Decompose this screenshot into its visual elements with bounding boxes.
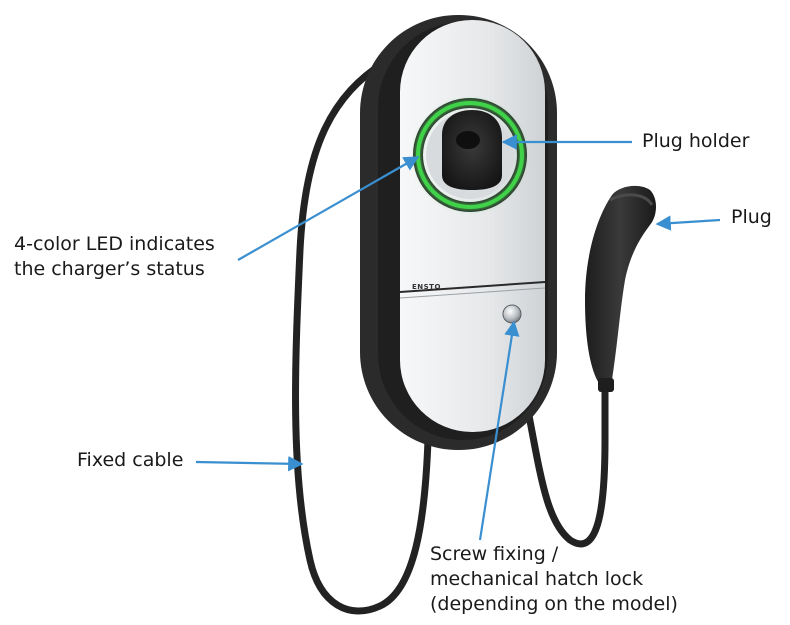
brand-logo: ENSTO	[412, 283, 441, 291]
plug-holder	[442, 110, 502, 190]
fixed-cable	[292, 56, 432, 615]
arrow-led	[237, 156, 420, 261]
callout-screw-line-3: (depending on the model)	[430, 593, 678, 615]
screw-fixing	[502, 304, 522, 324]
charger-face: ENSTO	[399, 20, 546, 432]
callout-screw-line-2: mechanical hatch lock	[430, 568, 644, 590]
callout-fixed-cable-line-1: Fixed cable	[77, 449, 184, 471]
arrow-screw	[478, 320, 520, 541]
plug-cable	[521, 381, 609, 548]
plug	[585, 185, 656, 392]
callout-led-line-2: the charger’s status	[14, 258, 205, 280]
arrow-fixed-cable	[195, 456, 304, 472]
callout-plug-holder-line-1: Plug holder	[642, 130, 750, 152]
callout-screw-line-1: Screw fixing /	[430, 543, 559, 565]
callout-led-line-1: 4-color LED indicates	[14, 233, 215, 255]
callout-led: 4-color LED indicates the charger’s stat…	[14, 232, 215, 282]
callout-fixed-cable: Fixed cable	[77, 448, 183, 473]
callout-screw: Screw fixing / mechanical hatch lock (de…	[430, 542, 678, 617]
callout-plug-holder: Plug holder	[642, 129, 749, 154]
callout-plug: Plug	[731, 205, 772, 230]
callout-plug-line-1: Plug	[731, 206, 772, 228]
callout-arrows	[195, 134, 721, 541]
arrow-plug	[655, 215, 721, 231]
